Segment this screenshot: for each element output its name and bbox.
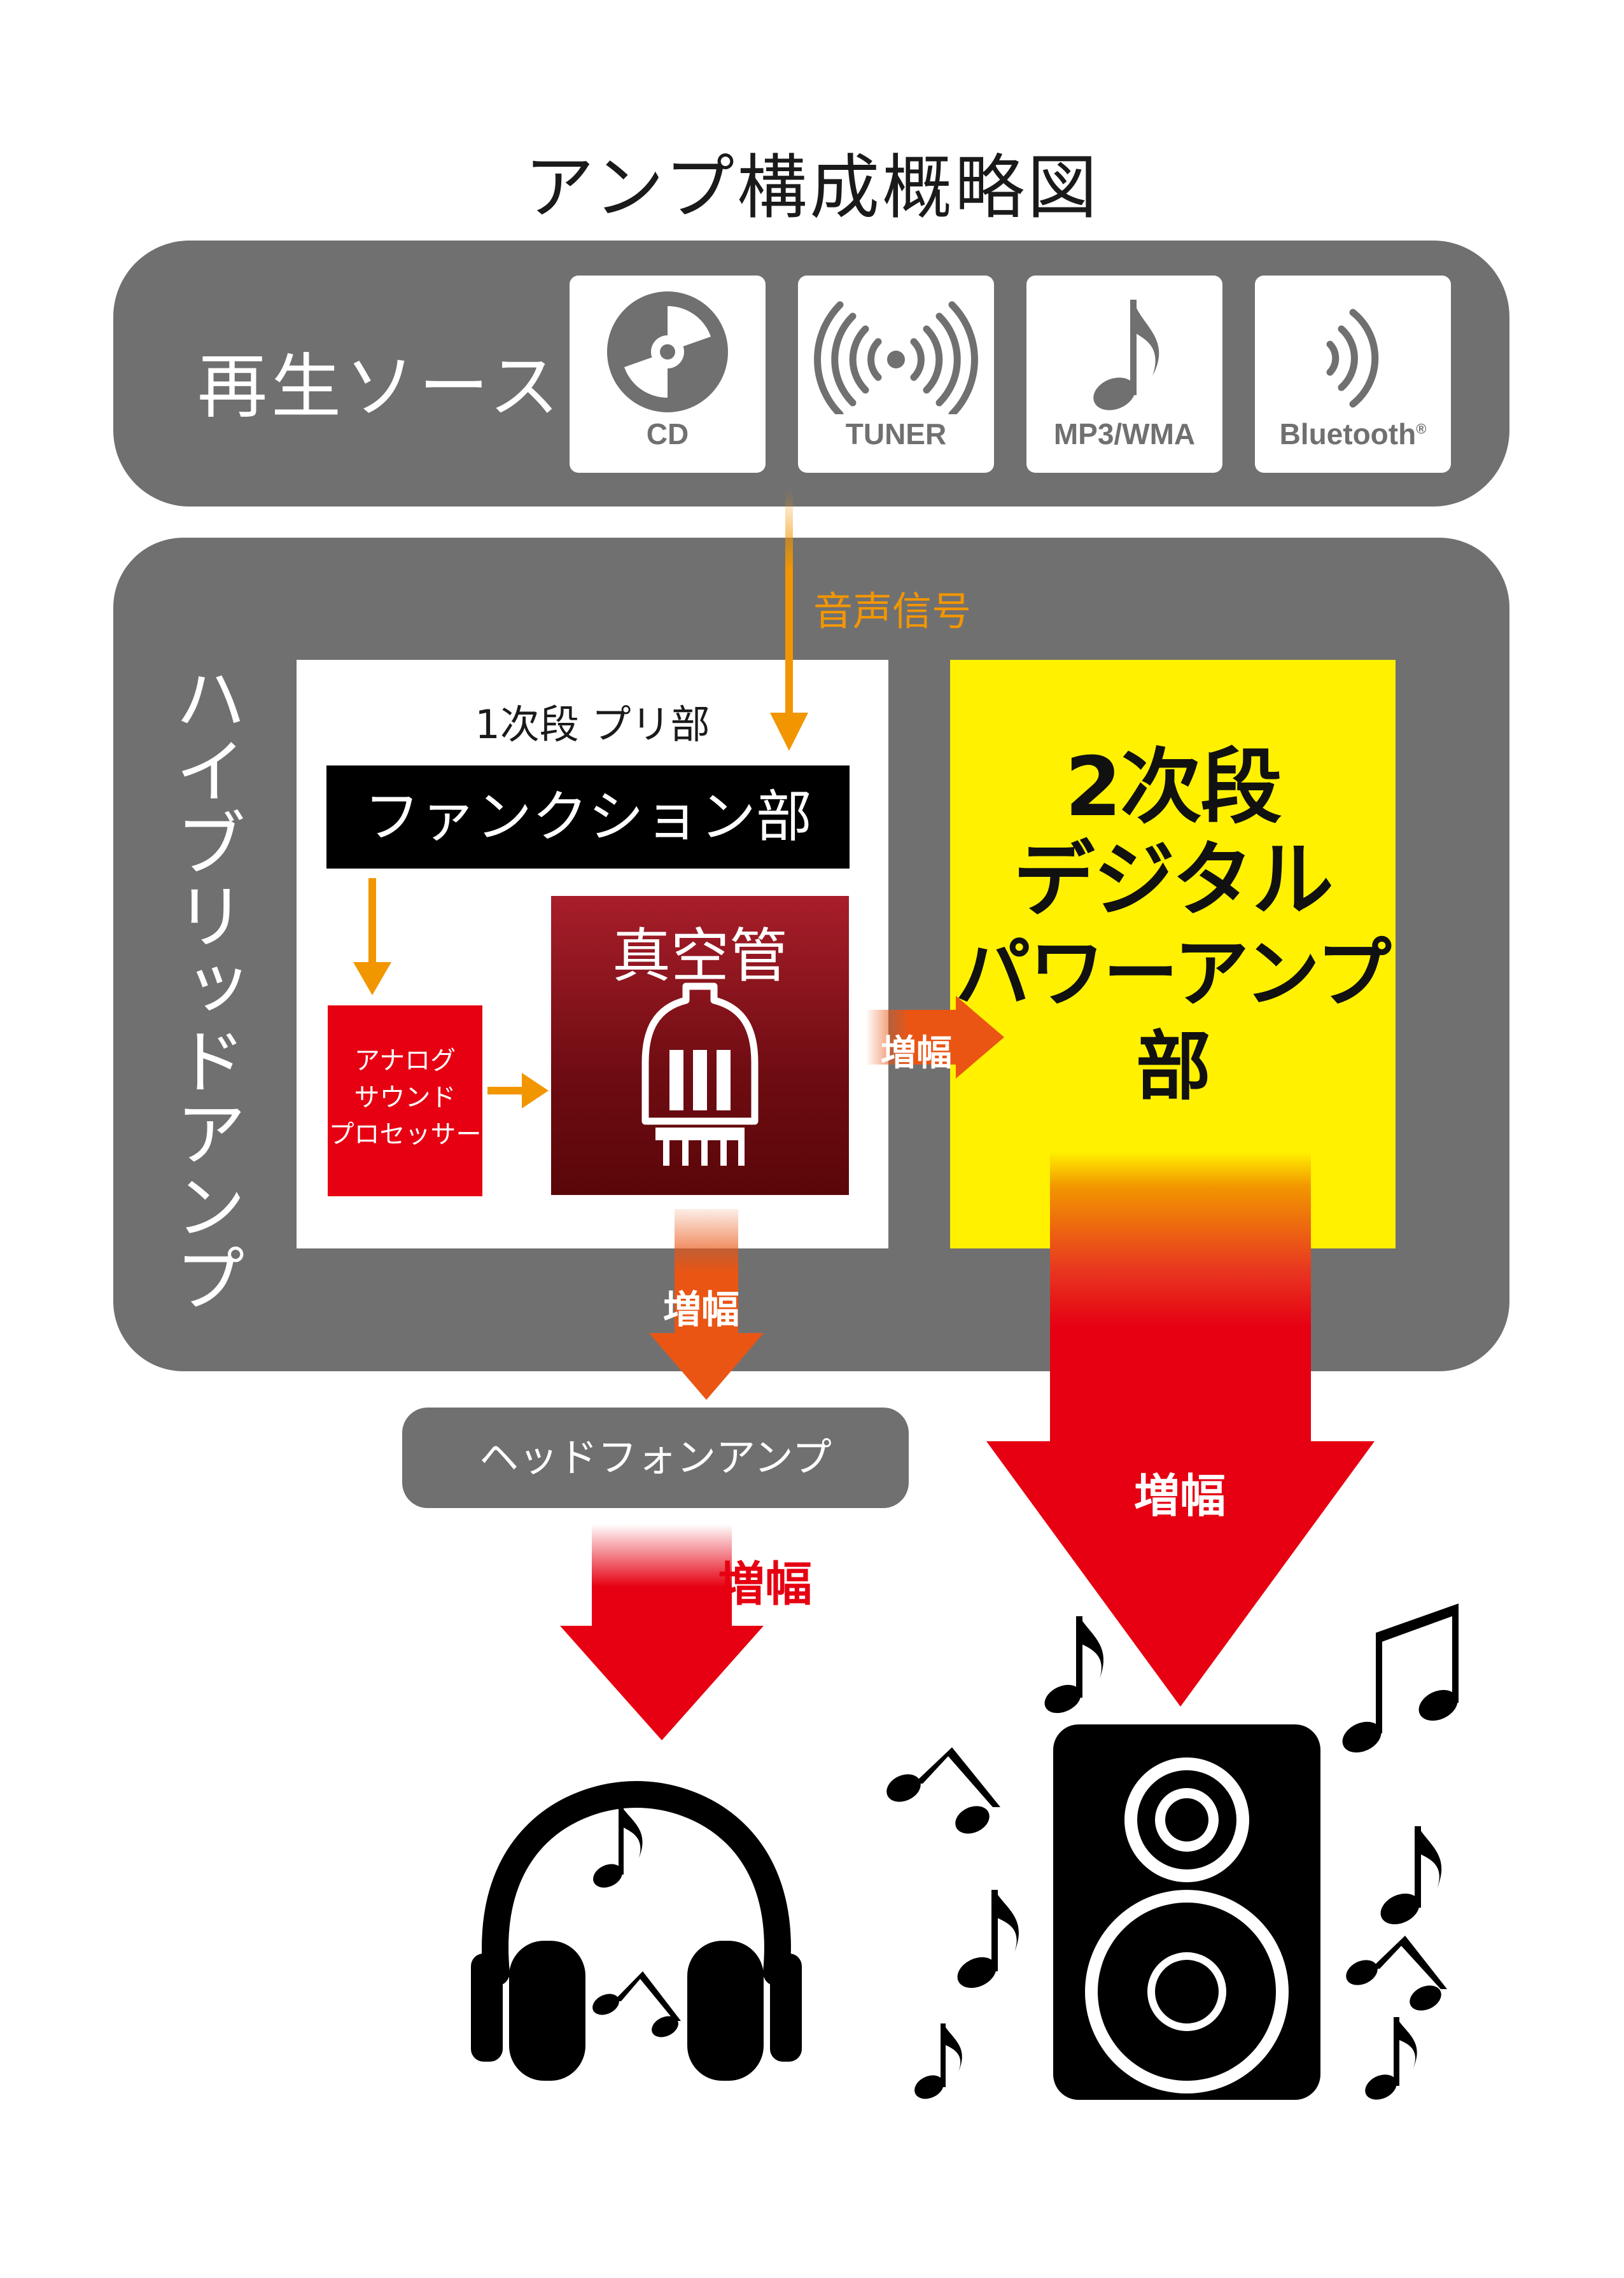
headphone-output-arrow: [560, 1524, 764, 1740]
source-panel-label: 再生ソース: [197, 346, 563, 428]
power-down-label: 増幅: [1134, 1469, 1226, 1523]
tube-to-headphone-amp-arrow: [649, 1209, 764, 1400]
music-notes-decoration: [886, 1604, 1459, 2100]
power-amp-output-arrow: [986, 1152, 1375, 1707]
source-cd[interactable]: CD: [570, 276, 766, 473]
registered-mark: ®: [1416, 421, 1427, 437]
cd-icon: [607, 291, 728, 412]
signal-arrow: [770, 490, 808, 751]
hybrid-amp-label: ハイブリッドアンプ: [163, 662, 246, 1315]
bluetooth-waves-icon: [1326, 309, 1379, 408]
source-bluetooth[interactable]: Bluetooth®: [1255, 276, 1451, 473]
function-to-analog-arrow: [353, 878, 391, 995]
analog-line-1: アナログ: [354, 1046, 456, 1075]
source-cd-label: CD: [646, 417, 689, 451]
function-block: ファンクション部: [326, 765, 850, 869]
tube-down-label: 増幅: [663, 1288, 739, 1332]
vacuum-tube-block: [551, 896, 849, 1195]
stage1-title: 1次段 プリ部: [475, 701, 710, 748]
source-bluetooth-label: Bluetooth®: [1255, 417, 1451, 451]
signal-label: 音声信号: [813, 588, 972, 634]
vacuum-tube-title: 真空管: [612, 922, 788, 990]
headphone-amp: ヘッドフォンアンプ: [402, 1408, 909, 1508]
source-bluetooth-text: Bluetooth: [1279, 417, 1417, 451]
speaker-icon: [1053, 1724, 1320, 2100]
stage2-line-2: デジタル: [1013, 833, 1333, 928]
page-title: アンプ構成概略図: [524, 147, 1100, 228]
tube-to-power-label: 増幅: [881, 1033, 952, 1074]
headphone-down-label: 増幅: [718, 1557, 812, 1612]
analog-line-3: プロセッサー: [328, 1120, 482, 1149]
stage2-line-1: 2次段: [1065, 740, 1282, 835]
radio-waves-icon: [814, 301, 978, 414]
music-note-icon: [1093, 300, 1159, 410]
source-mp3[interactable]: MP3/WMA: [1026, 276, 1222, 473]
tube-to-power-arrow: [865, 996, 1004, 1079]
stage2-text: 2次段 デジタル パワーアンプ部: [950, 741, 1396, 1113]
analog-sound-processor: アナログ サウンド プロセッサー: [328, 1005, 482, 1196]
source-tuner-label: TUNER: [845, 417, 947, 451]
analog-line-2: サウンド: [354, 1083, 456, 1112]
headphones-icon: [471, 1780, 802, 2081]
source-mp3-label: MP3/WMA: [1053, 417, 1196, 451]
stage2-line-3: パワーアンプ部: [955, 930, 1391, 1110]
vacuum-tube-icon: [641, 982, 759, 1166]
source-tuner[interactable]: TUNER: [798, 276, 994, 473]
analog-to-tube-arrow: [487, 1073, 549, 1108]
stage2-box: [950, 660, 1396, 1248]
